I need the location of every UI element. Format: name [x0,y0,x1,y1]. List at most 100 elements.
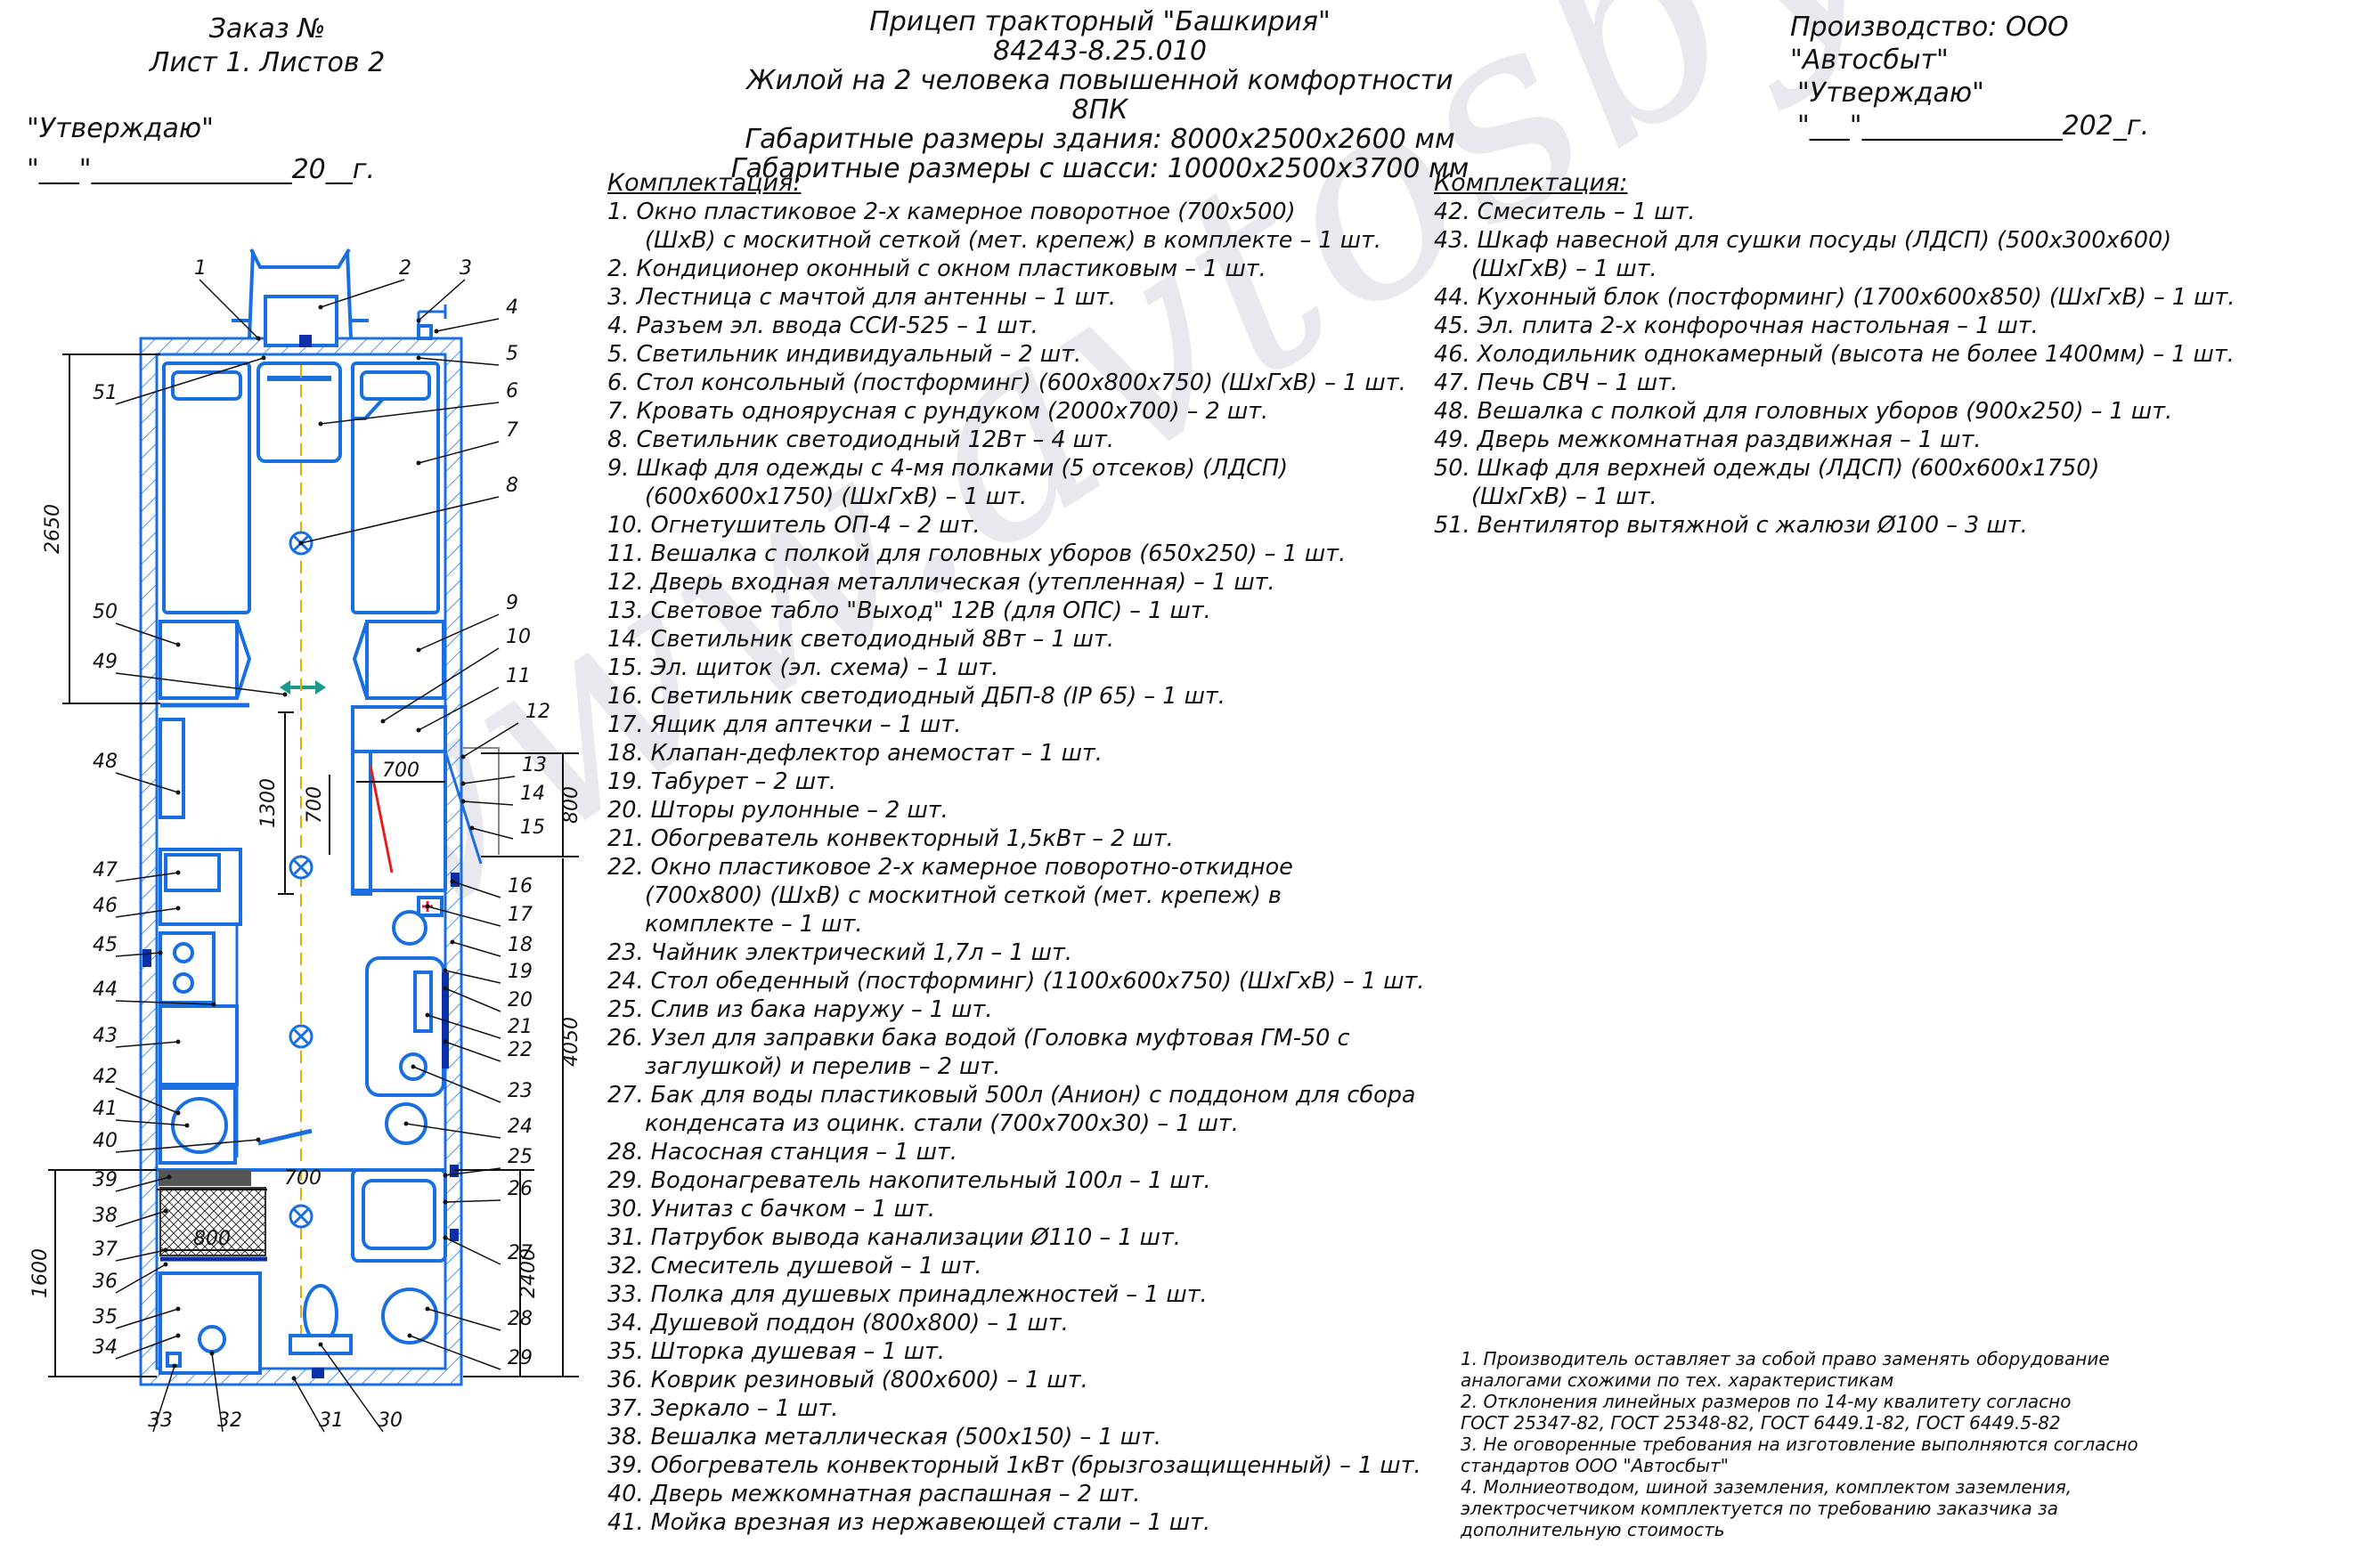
title-line-4: Габаритные размеры здания: 8000х2500х260… [745,124,1455,155]
list-item-number: 1. [607,199,630,225]
callout-leader [115,772,179,793]
list-item: 25. Слив из бака наружу – 1 шт. [607,995,1425,1024]
list-item-number: 46. [1434,341,1470,368]
list-item-number: 51. [1434,512,1470,539]
callout-leader [444,1041,501,1062]
callout-leader [427,1014,501,1039]
list-item-text: Табурет – 2 шт. [643,768,837,795]
callout-4: 4 [434,297,518,334]
callout-leader [115,907,179,918]
callout-dot [175,870,181,875]
dimension-labels: 2650 1300 700 700 800 4050 700 800 2400 … [29,504,582,1298]
list-item: 7. Кровать одноярусная с рундуком (2000х… [607,397,1425,426]
callout-20: 20 [443,986,533,1012]
dim-700-bath: 700 [284,1167,322,1190]
callout-dot [256,336,261,341]
list-item-number: 5. [607,341,630,368]
list-item-text: Шкаф для верхней одежды (ЛДСП) (600х600х… [1470,455,2100,482]
list-item: 26. Узел для заправки бака водой (Головк… [607,1024,1425,1052]
callout-number: 2 [399,257,411,280]
callout-dot [450,939,455,945]
approve-block-left: "Утверждаю" "___"_______________20__г. [27,109,375,191]
list-item-number: 30. [607,1196,644,1223]
list-item-number: 48. [1434,398,1470,425]
callout-dot [411,1064,416,1069]
list-item-text: Ящик для аптечки – 1 шт. [643,711,962,738]
callout-leader [115,1308,179,1329]
note-line: 2. Отклонения линейных размеров по 14-му… [1461,1391,2072,1412]
list-item-text: Водонагреватель накопительный 100л – 1 ш… [643,1167,1211,1194]
list-item-text: Стол обеденный (постформинг) (1100х600х7… [643,968,1425,995]
callout-36: 36 [93,1262,168,1294]
list-item-text: Окно пластиковое 2-х камерное поворотно-… [643,854,1293,881]
callout-number: 26 [508,1178,533,1200]
list-item-text: Кровать одноярусная с рундуком (2000х700… [629,398,1269,425]
list-item: 9. Шкаф для одежды с 4-мя полками (5 отс… [607,454,1425,483]
callout-dot [443,1235,448,1240]
title-line-5: Габаритные размеры с шасси: 10000х2500х3… [730,153,1470,184]
dim-1300: 1300 [257,778,280,828]
list-item-text: Лестница с мачтой для антенны – 1 шт. [629,284,1116,311]
list-item: 30. Унитаз с бачком – 1 шт. [607,1195,1425,1223]
callout-dot [416,318,421,323]
callout-43: 43 [93,1025,181,1048]
callout-leader [115,622,179,646]
callout-dot [172,1363,177,1369]
callout-2: 2 [318,257,411,310]
list-item: 21. Обогреватель конвекторный 1,5кВт – 2… [607,825,1425,853]
callout-31: 31 [291,1376,344,1433]
callout-dot [434,329,439,334]
callout-leader [452,941,501,957]
callout-26: 26 [443,1178,533,1205]
list-item: 41. Мойка врезная из нержавеющей стали –… [607,1508,1425,1537]
callout-29: 29 [407,1333,533,1370]
list-item-text: Смеситель душевой – 1 шт. [643,1253,982,1280]
callout-number: 1 [194,257,207,280]
list-item-number: 42. [1434,199,1470,225]
callout-number: 33 [148,1410,173,1432]
callout-dot [175,1306,181,1312]
callout-leader [320,1344,384,1433]
callout-dot [403,1121,409,1126]
callout-leader [115,672,286,695]
callout-25: 25 [443,1146,533,1178]
list-item-number: 15. [607,654,644,681]
callout-number: 23 [508,1080,533,1102]
list-item: 48. Вешалка с полкой для головных уборов… [1434,397,2235,426]
callout-leader [444,1167,501,1176]
callout-leader [115,1041,179,1048]
list-item-number: 25. [607,996,644,1023]
callout-number: 49 [93,651,118,673]
list-item-number: 16. [607,683,644,710]
list-item: 14. Светильник светодиодный 8Вт – 1 шт. [607,625,1425,654]
list-item: 1. Окно пластиковое 2-х камерное поворот… [607,198,1425,226]
list-item-text: Клапан-дефлектор анемостат – 1 шт. [643,740,1103,767]
callout-number: 17 [508,904,533,926]
list-item-text: Печь СВЧ – 1 шт. [1470,370,1679,396]
list-item-number: 40. [607,1481,644,1507]
dim-2400: 2400 [517,1248,540,1298]
note-line: 3. Не оговоренные требования на изготовл… [1461,1434,2138,1455]
callout-leader [405,1123,501,1139]
producer: Производство: ООО "Автосбыт" [1790,12,2069,76]
callout-13: 13 [460,754,547,786]
equipment-list-col1: Комплектация: 1. Окно пластиковое 2-х ка… [607,169,1425,1537]
list-item-continuation: (700х800) (ШхВ) с москитной сеткой (мет.… [645,882,1282,909]
console-table [256,362,342,463]
callout-27: 27 [443,1235,533,1265]
list-item-text: Полка для душевых принадлежностей – 1 шт… [643,1281,1208,1308]
callout-leader [382,647,500,722]
callout-leader [115,1263,167,1294]
list-item: 13. Световое табло "Выход" 12В (для ОПС)… [607,597,1425,625]
list-item-text: Разъем эл. ввода ССИ-525 – 1 шт. [629,313,1038,339]
callout-number: 22 [508,1039,533,1061]
list-item-text: Вешалка с полкой для головных уборов (90… [1470,398,2173,425]
callout-leader [409,1335,501,1370]
callout-number: 10 [506,626,531,648]
list-item-number: 7. [607,398,630,425]
list-item-text: Кухонный блок (постформинг) (1700х600х85… [1470,284,2235,311]
callout-dot [298,540,304,546]
dim-800-shower: 800 [193,1228,231,1250]
callout-dot [425,1306,430,1312]
